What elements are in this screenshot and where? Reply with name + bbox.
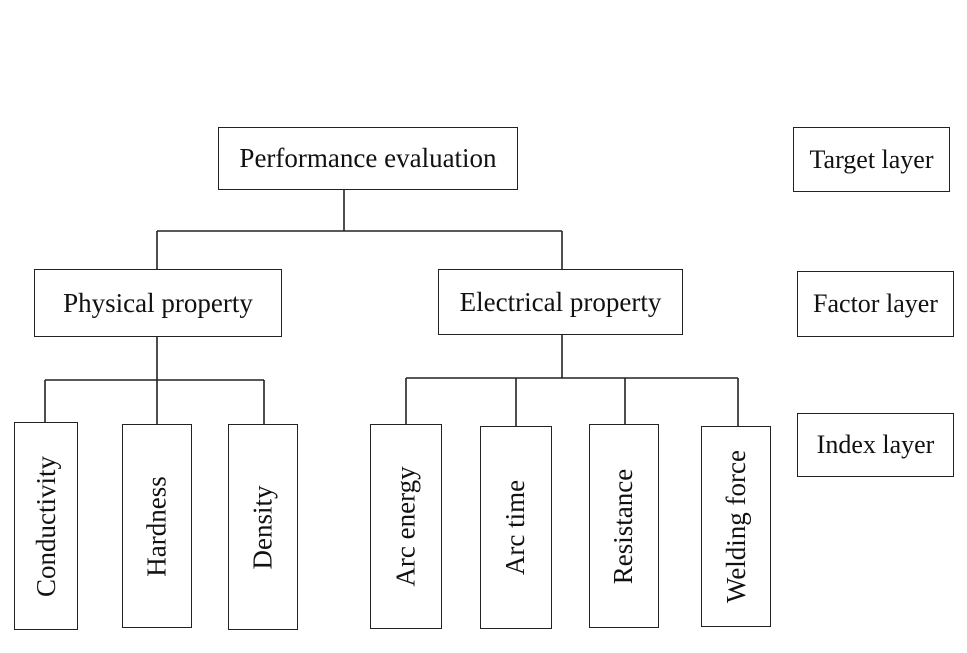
index-node-conductivity: Conductivity — [14, 422, 78, 630]
layer-label-factor: Factor layer — [797, 271, 954, 337]
layer-label-target: Target layer — [793, 127, 950, 192]
layer-label-text: Index layer — [816, 430, 935, 459]
root-node-label: Performance evaluation — [239, 143, 497, 173]
layer-label-text: Target layer — [809, 144, 934, 174]
layer-label-text: Factor layer — [813, 289, 938, 318]
index-node-label: Welding force — [720, 449, 751, 604]
index-node-label: Arc energy — [390, 466, 421, 587]
layer-label-index: Index layer — [797, 413, 954, 477]
index-node-arc-time: Arc time — [480, 426, 552, 629]
index-node-label: Resistance — [608, 468, 639, 584]
index-node-hardness: Hardness — [122, 424, 192, 628]
index-node-label: Arc time — [500, 479, 531, 576]
factor-node-physical: Physical property — [34, 269, 282, 337]
index-node-welding-force: Welding force — [701, 426, 771, 627]
index-node-label: Conductivity — [30, 455, 61, 597]
root-node: Performance evaluation — [218, 127, 518, 190]
index-node-resistance: Resistance — [589, 424, 659, 628]
factor-node-label: Physical property — [63, 287, 253, 318]
factor-node-label: Electrical property — [459, 286, 662, 317]
factor-node-electrical: Electrical property — [438, 269, 683, 335]
index-node-label: Density — [247, 485, 278, 569]
index-node-arc-energy: Arc energy — [370, 424, 442, 629]
index-node-density: Density — [228, 424, 298, 630]
index-node-label: Hardness — [141, 475, 172, 577]
